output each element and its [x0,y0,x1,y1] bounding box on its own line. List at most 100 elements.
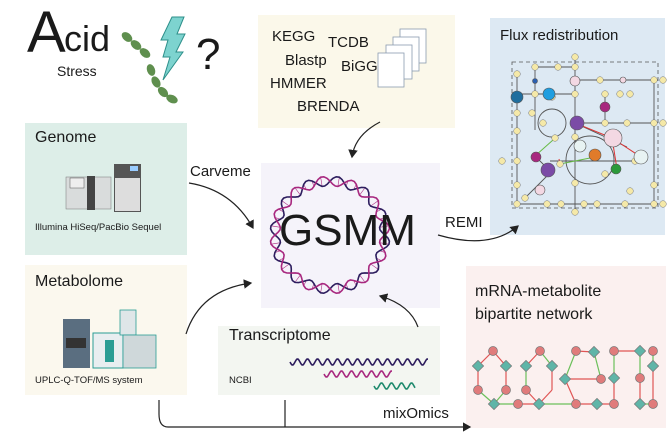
acid-letter: A [27,0,66,65]
flux-edge [559,156,596,165]
gsmm-title: GSMM [279,206,416,255]
metabolite-node [471,359,485,373]
database-tcdb: TCDB [328,34,369,51]
dna-rung [379,242,390,245]
metabolite-node [513,109,521,117]
genome-instrument: Illumina HiSeq/PacBio Sequel [35,222,162,233]
dna-rung [320,177,323,187]
metabolome-title: Metabolome [35,273,124,290]
mrna-wave-icon [323,370,392,378]
metabolite-node [626,187,634,195]
metabolite-node [521,194,529,202]
mrna-node [488,346,498,356]
metabolite-node [571,133,579,141]
flux-edge [565,135,615,185]
acid-text: cid [64,18,111,59]
enzyme-node [534,184,546,196]
metabolite-node [601,119,609,127]
transcriptome-arrow [378,293,419,328]
metabolite-node [558,372,572,386]
metabolite-node [499,359,513,373]
metabolite-node [528,109,536,117]
stress-text: Stress [57,63,97,79]
enzyme-node [619,76,627,84]
metabolite-node [626,90,634,98]
metabolite-node [571,179,579,187]
metabolite-node [616,90,624,98]
remi-label: REMI [445,214,483,231]
database-hmmer: HMMER [270,75,327,92]
mrna-node [648,399,658,409]
dna-ring-icon [269,175,391,295]
metabolite-node [571,208,579,216]
metabolite-node [545,359,559,373]
metabolite-node [607,371,621,385]
gsmm-panel [261,163,440,308]
enzyme-node [530,151,542,163]
metabolite-node [590,397,604,411]
metabolite-node [601,90,609,98]
metabolite-node [539,119,547,127]
metabolite-node [487,397,501,411]
mixomics-arrow [158,400,472,432]
metabolite-node [596,76,604,84]
metabolite-node [532,397,546,411]
enzyme-node [569,75,581,87]
dna-rung [294,187,301,196]
metabolite-node [554,63,562,71]
metabolite-node [621,200,629,208]
bipartite-edge [564,350,577,380]
mrna-node [609,399,619,409]
metabolite-node [623,119,631,127]
metabolite-node [571,90,579,98]
metabolome-arrow [185,279,253,335]
metabolite-node [531,90,539,98]
dna-rung [337,177,340,187]
dna-strand [269,175,391,295]
mrna-node [521,385,531,395]
mrna-node [501,385,511,395]
dna-rung [294,274,301,283]
mrna-node [513,399,523,409]
metabolite-node [601,170,609,178]
mrna-node [609,346,619,356]
mrna-node [473,385,483,395]
metabolite-node [531,63,539,71]
metabolite-node [498,157,506,165]
enzyme-node [569,115,585,131]
metabolite-node [659,200,667,208]
transcriptome-source: NCBI [229,375,252,386]
mixomics-label: mixOmics [383,405,449,422]
bipartite-title-line1: mRNA-metabolite [475,283,602,300]
metabolite-node [571,63,579,71]
dna-rung [281,263,290,270]
metabolite-node [580,200,588,208]
enzyme-node [532,78,538,84]
bacteria-icon [121,32,178,104]
metabolite-node [513,157,521,165]
database-kegg: KEGG [272,28,316,45]
mrna-node [635,373,645,383]
metabolite-node [513,200,521,208]
metabolite-node [543,200,551,208]
dna-rung [379,225,390,228]
carveme-label: Carveme [190,163,251,180]
dna-rung [270,225,281,228]
bipartite-network [471,344,660,411]
metabolite-node [513,70,521,78]
metabolite-node [571,53,579,61]
enzyme-node [542,87,556,101]
database-arrow [348,121,381,159]
metabolite-node [659,76,667,84]
mrna-node [596,374,606,384]
metabolite-node [646,359,660,373]
enzyme-node [540,162,556,178]
dna-rung [359,187,366,196]
metabolome-instrument: UPLC-Q-TOF/MS system [35,375,143,386]
enzyme-node [610,163,622,175]
transcriptome-title: Transcriptome [229,327,331,344]
question-mark: ? [196,30,221,79]
metabolite-node [587,345,601,359]
remi-arrow [437,225,519,242]
